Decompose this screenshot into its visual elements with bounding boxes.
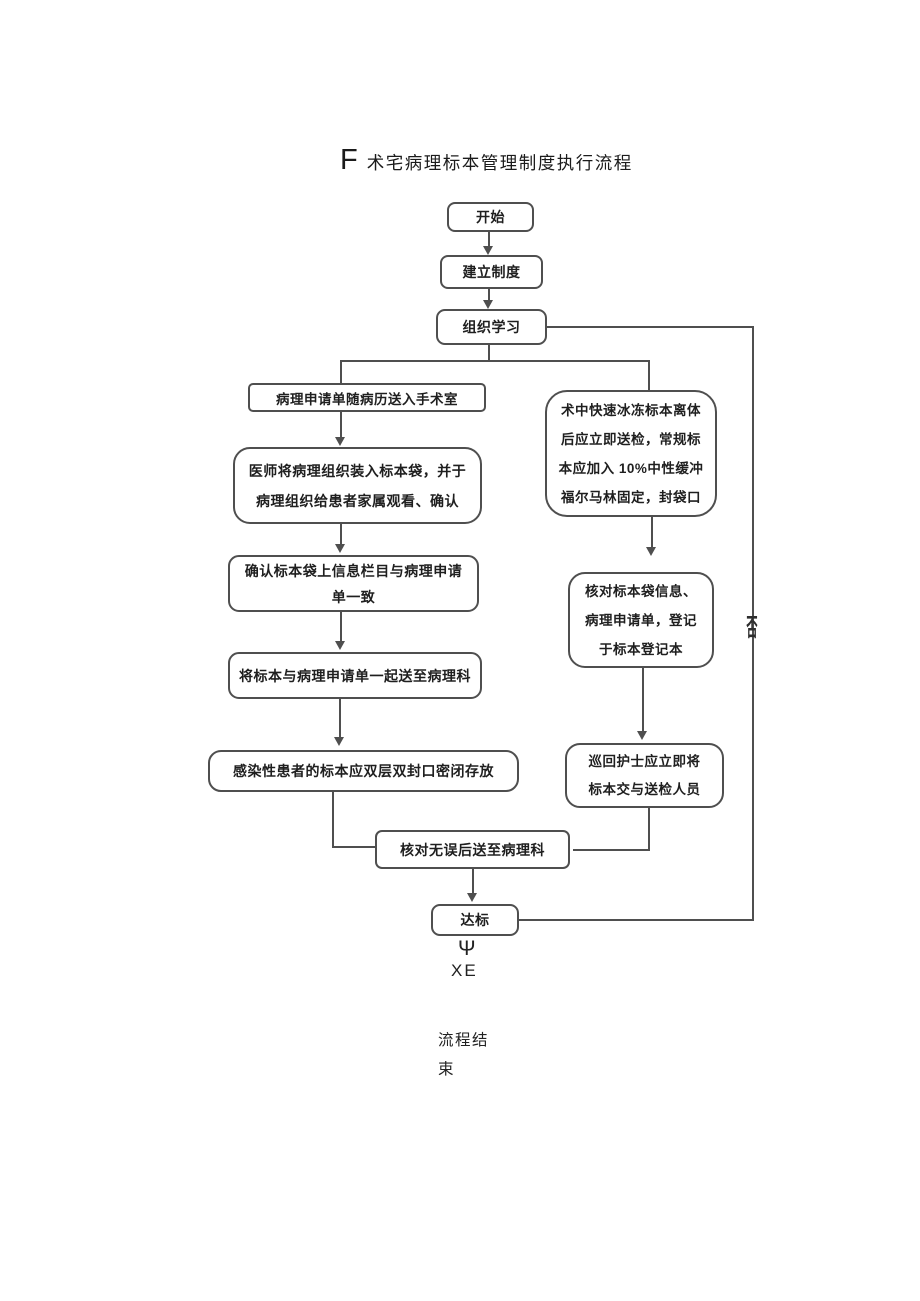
feedback-top-line (547, 326, 754, 328)
verify-send-label: 核对无误后送至病理科 (400, 841, 545, 858)
feedback-vertical-line (752, 326, 754, 921)
confirm-info-line1: 确认标本袋上信息栏目与病理申请 (244, 562, 463, 579)
node-establish-system: 建立制度 (440, 255, 543, 289)
node-reach-standard: 达标 (431, 904, 519, 936)
connector-confirm-send (340, 612, 342, 642)
end-text-line2: 束 (438, 1061, 456, 1078)
connector-request-doctor (340, 412, 342, 438)
node-study-label: 组织学习 (462, 319, 521, 335)
elbow-right-vertical (648, 808, 650, 851)
feedback-label: 否 (746, 613, 758, 641)
arrowhead-frozen-check (646, 547, 656, 556)
node-send-to-pathology: 将标本与病理申请单一起送至病理科 (228, 652, 482, 699)
branch-drop-left (340, 360, 342, 383)
arrowhead-doctor-confirm (335, 544, 345, 553)
node-frozen-specimen: 术中快速冰冻标本离体 后应立即送检，常规标 本应加入 10%中性缓冲 福尔马林固… (545, 390, 717, 517)
connector-verify-reach (472, 869, 474, 894)
nurse-line1: 巡回护士应立即将 (588, 753, 701, 769)
branch-horizontal-line (340, 360, 650, 362)
page-title: F 术宅病理标本管理制度执行流程 (340, 144, 633, 177)
node-start-label: 开始 (476, 209, 505, 225)
check-register-line1: 核对标本袋信息、 (585, 583, 697, 599)
arrowhead-start-establish (483, 246, 493, 255)
connector-start-establish (488, 232, 490, 247)
connector-check-nurse (642, 668, 644, 732)
title-text: 术宅病理标本管理制度执行流程 (366, 154, 633, 174)
doctor-pack-line2: 病理组织给患者家属观看、确认 (256, 492, 459, 509)
send-to-pathology-label: 将标本与病理申请单一起送至病理科 (239, 667, 471, 684)
connector-establish-study (488, 289, 490, 301)
arrowhead-verify-reach (467, 893, 477, 902)
node-send-request-label: 病理申请单随病历送入手术室 (276, 391, 458, 407)
elbow-left-vertical (332, 792, 334, 848)
connector-study-branch (488, 345, 490, 361)
branch-drop-right (648, 360, 650, 390)
elbow-left-horizontal (332, 846, 376, 848)
feedback-bottom-line (519, 919, 754, 921)
node-verify-and-send: 核对无误后送至病理科 (375, 830, 570, 869)
node-doctor-pack-specimen: 医师将病理组织装入标本袋，并于 病理组织给患者家属观看、确认 (233, 447, 482, 524)
check-register-line2: 病理申请单，登记 (585, 612, 697, 628)
xe-symbol: XE (451, 961, 478, 980)
nurse-line2: 标本交与送检人员 (588, 781, 701, 797)
frozen-line3: 本应加入 10%中性缓冲 (558, 460, 704, 476)
check-register-line3: 于标本登记本 (599, 641, 683, 657)
node-send-request-form: 病理申请单随病历送入手术室 (248, 383, 486, 412)
node-start: 开始 (447, 202, 534, 232)
psi-symbol: Ψ (458, 937, 476, 960)
title-prefix: F (340, 144, 358, 176)
connector-doctor-confirm (340, 524, 342, 545)
arrowhead-establish-study (483, 300, 493, 309)
arrowhead-check-nurse (637, 731, 647, 740)
node-check-and-register: 核对标本袋信息、 病理申请单，登记 于标本登记本 (568, 572, 714, 668)
node-establish-label: 建立制度 (462, 264, 521, 280)
infectious-label: 感染性患者的标本应双层双封口密闭存放 (233, 763, 494, 779)
end-text: 流程结 束 (438, 1026, 489, 1084)
end-text-line1: 流程结 (438, 1032, 490, 1049)
doctor-pack-line1: 医师将病理组织装入标本袋，并于 (248, 462, 467, 479)
frozen-line1: 术中快速冰冻标本离体 (561, 402, 701, 418)
connector-frozen-check (651, 517, 653, 548)
arrowhead-confirm-send (335, 641, 345, 650)
arrowhead-send-infectious (334, 737, 344, 746)
frozen-line4: 福尔马林固定，封袋口 (561, 489, 701, 505)
confirm-info-line2: 单一致 (331, 588, 376, 605)
elbow-right-horizontal (573, 849, 650, 851)
node-confirm-bag-info: 确认标本袋上信息栏目与病理申请 单一致 (228, 555, 479, 612)
node-infectious-storage: 感染性患者的标本应双层双封口密闭存放 (208, 750, 519, 792)
reach-standard-label: 达标 (460, 912, 490, 928)
frozen-line2: 后应立即送检，常规标 (561, 431, 701, 447)
connector-send-infectious (339, 699, 341, 738)
node-organize-study: 组织学习 (436, 309, 547, 345)
arrowhead-request-doctor (335, 437, 345, 446)
node-nurse-handover: 巡回护士应立即将 标本交与送检人员 (565, 743, 724, 808)
